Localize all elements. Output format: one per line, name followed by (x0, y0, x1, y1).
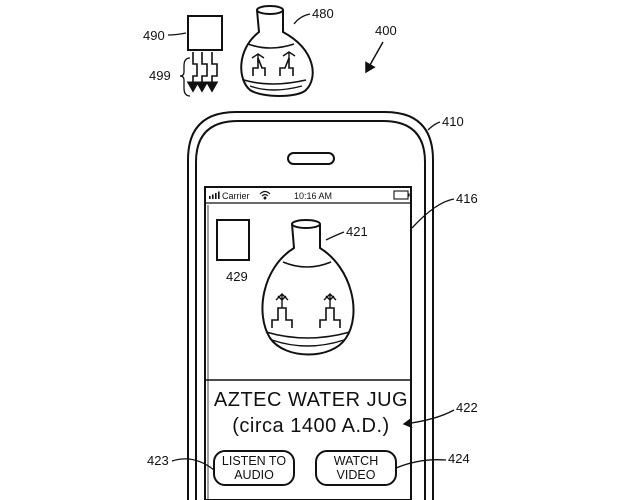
ref-490: 490 (143, 28, 165, 43)
listen-to-audio-button[interactable]: LISTEN TO AUDIO (213, 450, 295, 486)
artifact-title: AZTEC WATER JUG (213, 389, 409, 411)
leader-480 (293, 13, 311, 25)
listen-button-line2: AUDIO (234, 468, 274, 482)
ref-416: 416 (456, 191, 478, 206)
ref-429: 429 (226, 269, 248, 284)
leader-410 (427, 121, 441, 131)
ref-480: 480 (312, 6, 334, 21)
leader-421 (325, 231, 345, 241)
watch-button-line2: VIDEO (336, 468, 376, 482)
leader-422 (402, 409, 455, 429)
bracket-499 (179, 57, 191, 97)
screen-jug (261, 219, 355, 356)
artifact-subtitle: (circa 1400 A.D.) (232, 415, 390, 437)
ref-410: 410 (442, 114, 464, 129)
signal-arrows (186, 52, 219, 93)
screen-frame (204, 186, 412, 500)
ref-422: 422 (456, 400, 478, 415)
top-jug (240, 5, 314, 97)
clock-label: 10:16 AM (294, 191, 332, 201)
watch-video-button[interactable]: WATCH VIDEO (315, 450, 397, 486)
signal-bars-icon (209, 191, 220, 199)
figure-number-400: 400 (375, 23, 397, 38)
wifi-icon (259, 190, 271, 200)
carrier-label: Carrier (222, 191, 250, 201)
listen-button-line1: LISTEN TO (221, 454, 287, 468)
emitter-box (187, 15, 223, 51)
battery-icon (393, 190, 410, 200)
arrow-400 (365, 41, 384, 74)
leader-424 (395, 459, 447, 469)
artifact-thumbnail (216, 219, 250, 261)
leader-490 (167, 32, 187, 36)
leader-416 (411, 198, 455, 229)
speaker-slot (287, 152, 335, 165)
ref-421: 421 (346, 224, 368, 239)
ref-424: 424 (448, 451, 470, 466)
ref-499: 499 (149, 68, 171, 83)
ref-423: 423 (147, 453, 169, 468)
phone-device (187, 111, 434, 500)
watch-button-line1: WATCH (333, 454, 379, 468)
leader-423 (171, 458, 215, 471)
